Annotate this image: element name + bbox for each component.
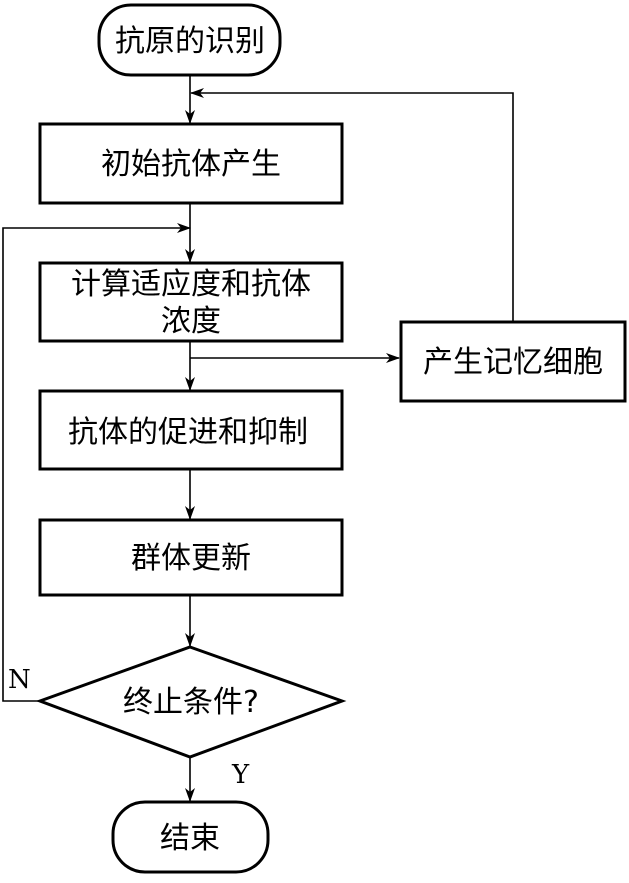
end-node: 结束 xyxy=(111,800,270,874)
calc-node-label-line2: 浓度 xyxy=(161,304,221,339)
init-node-label: 初始抗体产生 xyxy=(101,147,281,182)
memory-node: 产生记忆细胞 xyxy=(399,320,627,403)
edge-decision-no-loop xyxy=(2,223,191,702)
promote-node: 抗体的促进和抑制 xyxy=(38,389,344,471)
edge-label-no: N xyxy=(8,665,31,695)
init-node: 初始抗体产生 xyxy=(38,122,344,205)
start-node-label: 抗原的识别 xyxy=(115,24,265,59)
promote-node-label: 抗体的促进和抑制 xyxy=(68,415,308,450)
calc-node-label-line1: 计算适应度和抗体 xyxy=(71,267,311,302)
calc-node: 计算适应度和抗体 浓度 xyxy=(38,261,344,343)
decision-node-label: 终止条件? xyxy=(123,685,259,720)
end-node-label: 结束 xyxy=(160,821,220,856)
update-node-label: 群体更新 xyxy=(131,541,251,576)
edge-label-yes: Y xyxy=(231,760,250,790)
update-node: 群体更新 xyxy=(38,518,344,597)
decision-node: 终止条件? xyxy=(35,645,347,759)
edge-memory-to-init xyxy=(190,88,514,322)
start-node: 抗原的识别 xyxy=(97,3,282,77)
memory-node-label: 产生记忆细胞 xyxy=(423,345,603,380)
